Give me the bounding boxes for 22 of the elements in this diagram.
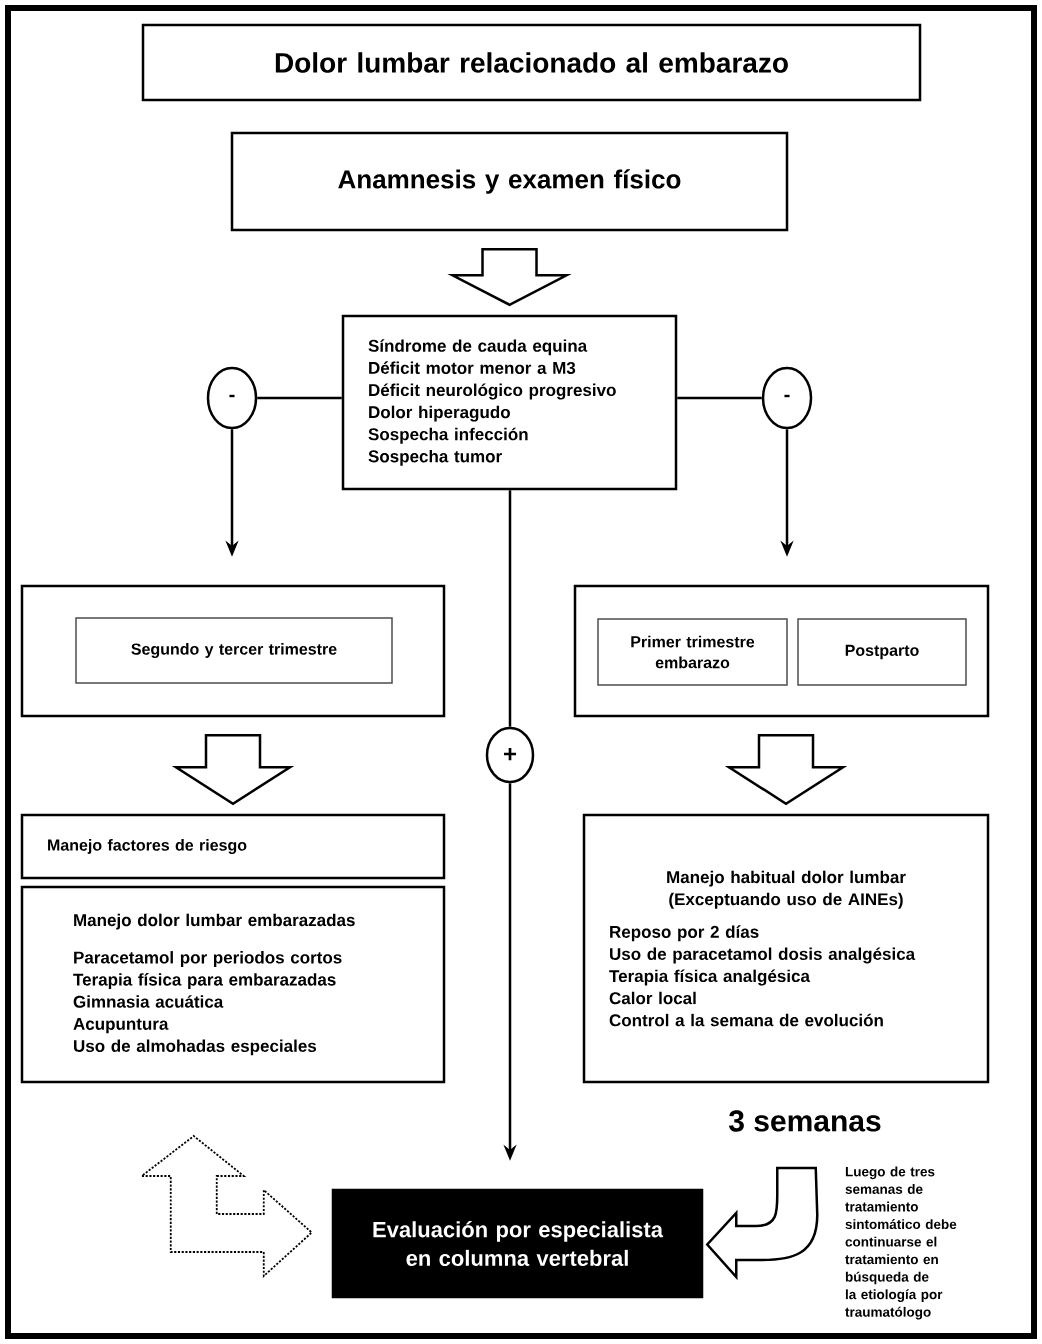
result-box: Evaluación por especialista en columna vertebral — [331, 1188, 704, 1299]
group-box — [20, 584, 446, 718]
connector-line — [508, 490, 512, 727]
connector-line — [257, 396, 342, 400]
block-arrow — [724, 734, 848, 806]
title-box: Dolor lumbar relacionado al embarazo — [141, 23, 922, 102]
group-box — [573, 584, 990, 718]
block-arrow — [171, 734, 295, 806]
treatment-box: Manejo habitual dolor lumbar (Exceptuando uso de AINEs) Reposo por 2 días Uso de paracetamol dosis analgésica Terapia física analgésica Calor local Control a la semana de evolución — [582, 813, 990, 1084]
category-box: Primer trimestre embarazo — [597, 618, 788, 686]
note-text: Luego de tres semanas de tratamiento sintomático debe continuarse el tratamiento en búsqueda de la etiología por traumatólogo — [845, 1166, 957, 1320]
category-box: Segundo y tercer trimestre — [75, 617, 393, 684]
block-arrow — [447, 248, 572, 307]
connector-line — [677, 396, 762, 400]
double-arrow — [139, 1134, 314, 1279]
duration-label: 3 semanas — [729, 1110, 881, 1132]
treatment-box: Manejo dolor lumbar embarazadas Paracetamol por periodos cortos Terapia física para embarazadas Gimnasia acuática Acupuntura Uso de almohadas especiales — [20, 885, 446, 1084]
category-box: Postparto — [797, 618, 967, 686]
curved-arrow — [706, 1166, 819, 1279]
criteria-box: Síndrome de cauda equina Déficit motor menor a M3 Déficit neurológico progresivo Dolor hiperagudo Sospecha infección Sospecha tumor — [341, 314, 678, 491]
process-box: Manejo factores de riesgo — [20, 813, 446, 880]
process-box: Anamnesis y examen físico — [230, 131, 789, 232]
